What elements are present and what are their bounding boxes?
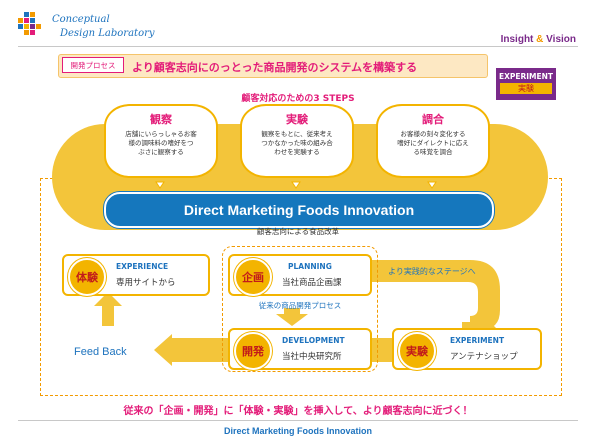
circle-experience: 体験 (68, 258, 106, 296)
bubble-experiment-title: 実験 (286, 113, 308, 126)
tagline: Insight & Vision (501, 34, 576, 45)
bubble-blend-title: 調合 (422, 113, 444, 126)
card-development-body: 当社中央研究所 (282, 352, 342, 362)
bubble-experiment-line2: つかなかった味の組み合 (261, 139, 333, 147)
banner-text: より顧客志向にのっとった商品開発のシステムを構築する (132, 61, 418, 74)
card-development: 開発 DEVELOPMENT 当社中央研究所 (228, 328, 372, 370)
logo-text-line1: Conceptual (52, 14, 110, 25)
bubble-observe-line1: 店舗にいらっしゃるお客 (125, 130, 197, 138)
card-planning: 企画 PLANNING 当社商品企画課 (228, 254, 372, 296)
logo (18, 12, 48, 42)
logo-text-line2: Design Laboratory (60, 28, 155, 39)
circle-development: 開発 (234, 332, 272, 370)
card-planning-body: 当社商品企画課 (282, 278, 342, 288)
main-banner: Direct Marketing Foods Innovation (104, 192, 494, 228)
bubble-observe: 観察 店舗にいらっしゃるお客 様の調味料の嗜好をつ ぶさに観察する (104, 104, 218, 178)
triangle-down-icon (155, 181, 165, 189)
feedback-label: Feed Back (74, 346, 127, 358)
circle-experiment: 実験 (398, 332, 436, 370)
conventional-label: 従来の商品開発プロセス (258, 301, 342, 310)
bubble-experiment-line1: 観察をもとに、従来考え (261, 130, 333, 138)
card-experiment: 実験 EXPERIMENT アンテナショップ (392, 328, 542, 370)
card-experience: 体験 EXPERIENCE 専用サイトから (62, 254, 210, 296)
experiment-tag: EXPERIMENT 実験 (496, 68, 556, 100)
banner-label: 開発プロセス (62, 57, 124, 73)
steps-title: 顧客対応のための3 STEPS (241, 94, 355, 104)
main-banner-subtitle: 顧客志向による食品改革 (256, 227, 340, 236)
triangle-down-icon (427, 181, 437, 189)
tagline-insight: Insight (500, 34, 534, 45)
experiment-tag-title: EXPERIMENT (498, 72, 554, 81)
card-experiment-head: EXPERIMENT (450, 336, 505, 345)
main-banner-title: Direct Marketing Foods Innovation (183, 202, 415, 218)
u-arrow (372, 260, 500, 330)
conventional-process-frame (222, 246, 378, 372)
banner (58, 54, 488, 78)
tagline-vision: Vision (546, 34, 576, 45)
bubble-observe-line2: 様の調味料の嗜好をつ (128, 139, 194, 147)
card-experience-head: EXPERIENCE (116, 262, 169, 271)
card-experience-body: 専用サイトから (116, 278, 176, 288)
bubble-blend: 調合 お客様の刻々変化する 嗜好にダイレクトに応え る味覚を調合 (376, 104, 490, 178)
card-development-head: DEVELOPMENT (282, 336, 345, 345)
circle-planning: 企画 (234, 258, 272, 296)
tagline-amp: & (533, 34, 547, 45)
header-divider (18, 46, 578, 47)
practical-label: より実践的なステージへ (388, 267, 476, 276)
logo-mosaic-icon (18, 12, 41, 35)
bubble-observe-title: 観察 (150, 113, 172, 126)
experiment-tag-sub: 実験 (500, 83, 552, 94)
bubble-experiment: 実験 観察をもとに、従来考え つかなかった味の組み合 わせを実験する (240, 104, 354, 178)
bubble-blend-line2: 嗜好にダイレクトに応え (397, 139, 469, 147)
bubble-observe-line3: ぶさに観察する (138, 148, 184, 156)
triangle-down-icon (291, 181, 301, 189)
bubble-blend-line3: る味覚を調合 (413, 148, 453, 156)
bubble-experiment-line3: わせを実験する (274, 148, 320, 156)
card-planning-head: PLANNING (288, 262, 332, 271)
bubble-blend-line1: お客様の刻々変化する (400, 130, 466, 138)
card-experiment-body: アンテナショップ (450, 352, 518, 362)
footer-text: Direct Marketing Foods Innovation (223, 426, 372, 436)
up-arrow-icon (94, 292, 122, 326)
footer-divider (18, 420, 578, 421)
down-arrow (276, 308, 308, 326)
bottom-message: 従来の「企画・開発」に「体験・実験」を挿入して、より顧客志向に近づく！ (123, 406, 473, 417)
